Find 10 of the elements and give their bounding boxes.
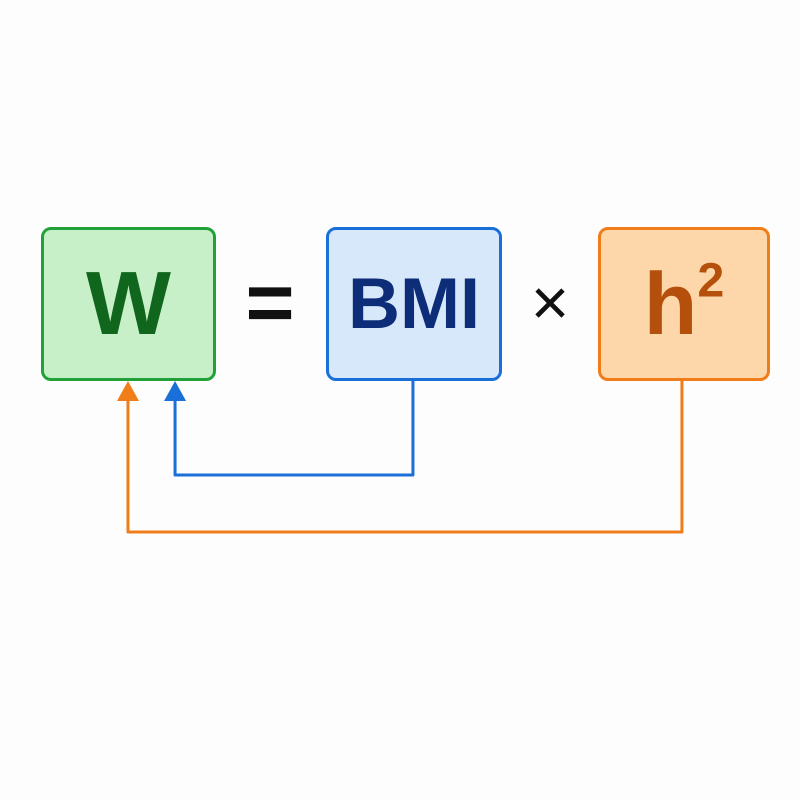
- term-box: [41, 227, 216, 381]
- formula-term: BMI: [348, 268, 480, 340]
- term-box: [326, 227, 502, 381]
- term-box: [598, 227, 770, 381]
- arrow: [118, 381, 684, 534]
- formula-term: h$^{2}$: [644, 260, 724, 348]
- formula-term: W: [86, 259, 171, 349]
- multiply-sign: ×: [530, 269, 570, 335]
- equals-sign: =: [245, 260, 295, 344]
- arrow: [165, 381, 414, 476]
